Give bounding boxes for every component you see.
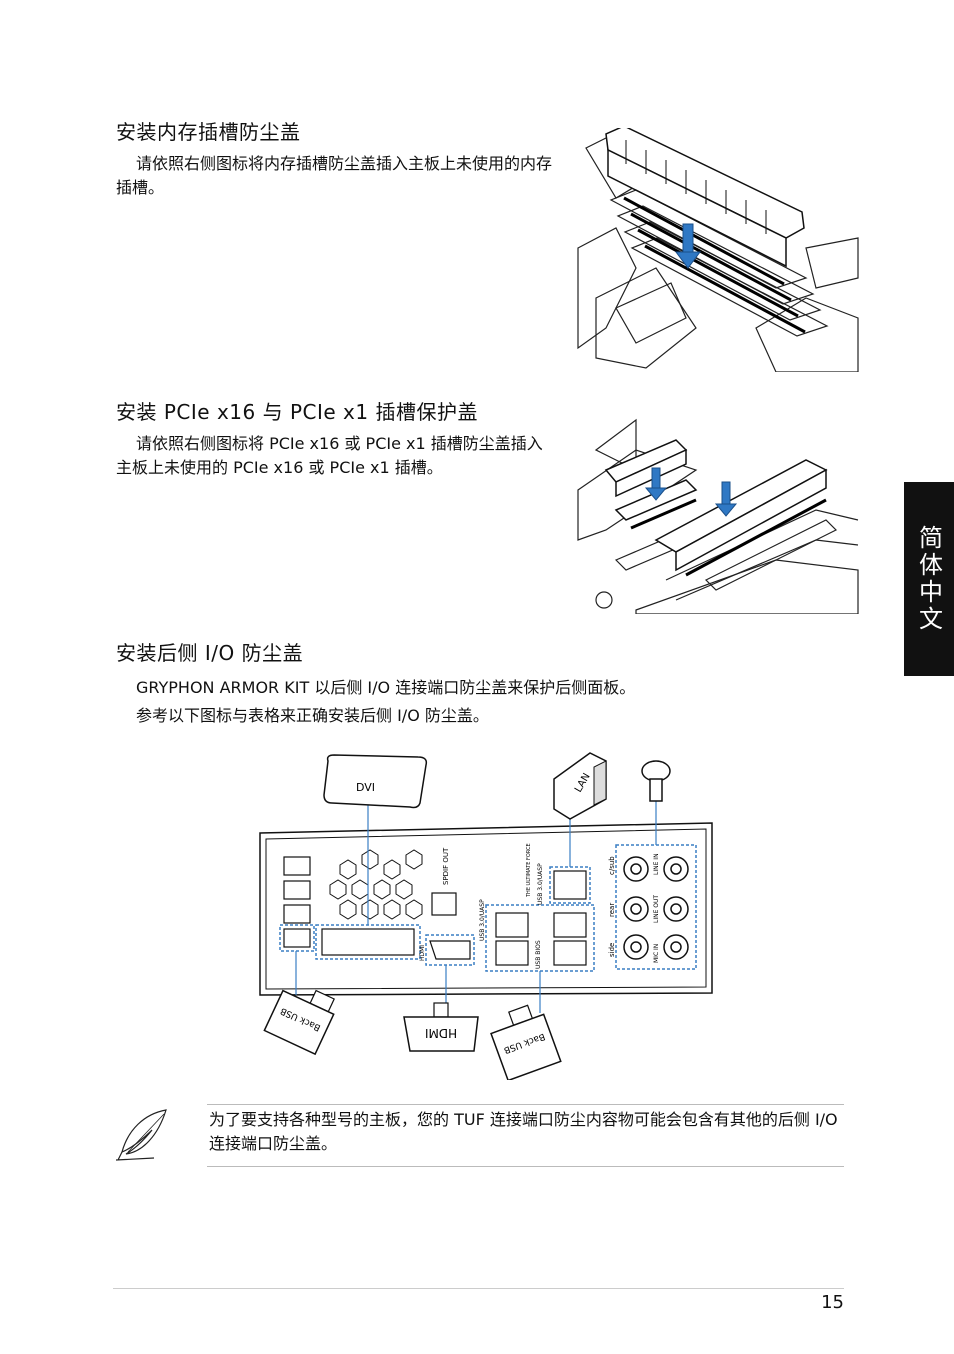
- io-text-line2: 参考以下图标与表格来正确安装后侧 I/O 防尘盖。: [136, 706, 489, 725]
- hdmi-port-label: HDMI: [419, 945, 426, 961]
- audio-label-micin: MIC IN: [653, 944, 660, 963]
- hdmi-cover-label: HDMI: [425, 1026, 457, 1040]
- audio-label-side: side: [608, 943, 616, 957]
- spdif-label: SPDIF OUT: [442, 847, 450, 885]
- audio-label-rear: rear: [608, 903, 616, 917]
- dvi-cover-label: DVI: [356, 781, 375, 794]
- memory-text: 请依照右侧图标将内存插槽防尘盖插入主板上未使用的内存插槽。: [116, 154, 553, 197]
- pcie-slot-cover-illustration: [577, 418, 859, 614]
- footer-rule: [113, 1288, 844, 1289]
- audio-label-linein: LINE IN: [653, 853, 660, 875]
- brand-label: THE ULTIMATE FORCE: [526, 843, 532, 898]
- io-shield-diagram: SPDIF OUT HDMI USB 3.0/UASP USB 3.0/UASP…: [259, 752, 713, 1080]
- feather-pen-icon: [115, 1109, 167, 1161]
- note-text: 为了要支持各种型号的主板，您的 TUF 连接端口防尘内容物可能会包含有其他的后侧…: [209, 1110, 838, 1153]
- usb-bios-label: USB BIOS: [535, 940, 542, 969]
- io-text-line1: GRYPHON ARMOR KIT 以后侧 I/O 连接端口防尘盖来保护后侧面板…: [136, 678, 636, 697]
- usb30-label-a: USB 3.0/UASP: [479, 899, 486, 941]
- usb30-label-b: USB 3.0/UASP: [537, 863, 544, 905]
- language-side-tab: 简体中文: [904, 482, 954, 676]
- note-bottom-rule: [207, 1166, 844, 1167]
- io-heading: 安装后侧 I/O 防尘盖: [116, 641, 304, 665]
- audio-label-csub: c/sub: [608, 856, 616, 875]
- page-number: 15: [821, 1292, 844, 1313]
- audio-label-lineout: LINE OUT: [653, 895, 660, 923]
- pcie-heading: 安装 PCIe x16 与 PCIe x1 插槽保护盖: [116, 400, 478, 424]
- pcie-text: 请依照右侧图标将 PCIe x16 或 PCIe x1 插槽防尘盖插入主板上未使…: [116, 434, 543, 477]
- memory-heading: 安装内存插槽防尘盖: [116, 120, 301, 144]
- note-top-rule: [207, 1104, 844, 1105]
- memory-dust-cover-illustration: [577, 128, 859, 372]
